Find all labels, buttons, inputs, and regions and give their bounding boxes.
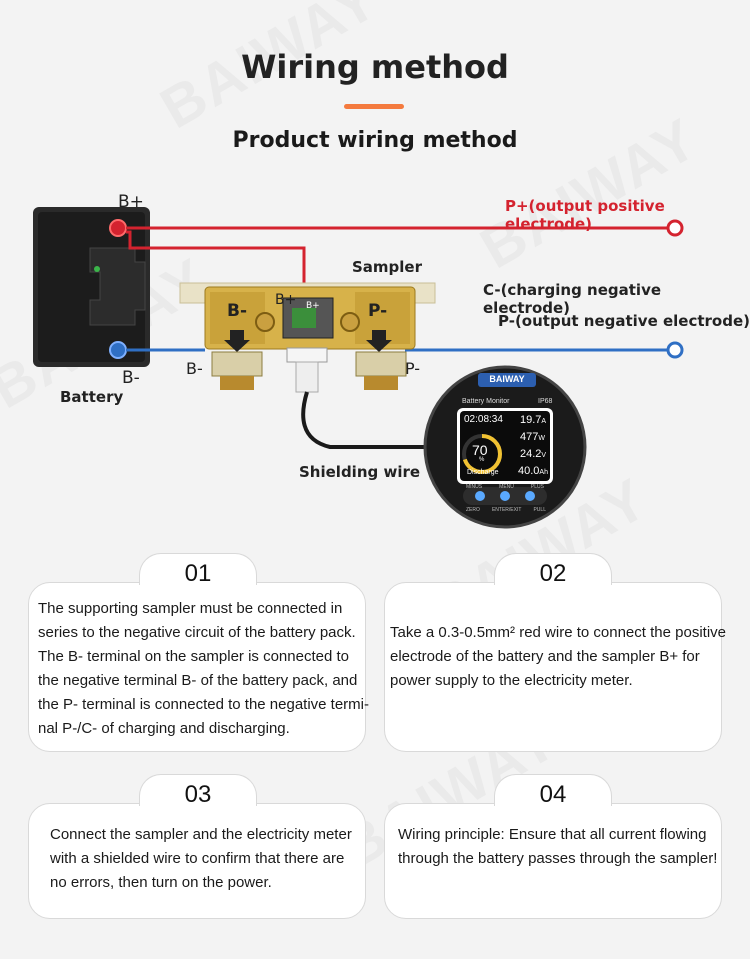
sampler-b-minus-label: B- bbox=[186, 359, 203, 378]
step-card-01 bbox=[28, 582, 366, 752]
battery-graphic bbox=[33, 207, 150, 367]
shielding-wire bbox=[301, 391, 430, 449]
meter-capacity: 40.0Ah bbox=[518, 465, 548, 477]
meter-btn-enter-label: ENTER/EXIT bbox=[491, 507, 522, 513]
red-wire-sampler bbox=[126, 230, 306, 312]
step-text-02: Take a 0.3-0.5mm² red wire to connect th… bbox=[390, 624, 726, 689]
step-number-01: 01 bbox=[139, 553, 257, 587]
battery-b-plus-label: B+ bbox=[118, 192, 144, 212]
step-card-02 bbox=[384, 582, 722, 752]
meter-voltage: 24.2V bbox=[520, 448, 546, 460]
meter-ip: IP68 bbox=[538, 398, 553, 405]
battery-label: Battery bbox=[60, 388, 124, 406]
step-card-04 bbox=[384, 803, 722, 919]
c-minus-label: C-(charging negative electrode) bbox=[483, 281, 662, 317]
step-card-03 bbox=[28, 803, 366, 919]
meter-graphic bbox=[423, 365, 587, 529]
page-title: Wiring method bbox=[241, 48, 509, 86]
meter-power-unit: W bbox=[538, 435, 545, 442]
sampler-b-plus-label: B+ bbox=[275, 292, 297, 308]
meter-capacity-value: 40.0 bbox=[518, 465, 540, 477]
meter-model: Battery Monitor bbox=[462, 398, 510, 405]
meter-btn-menu-label: MENU bbox=[499, 484, 514, 490]
meter-power: 477W bbox=[520, 431, 545, 443]
meter-status: Discharge bbox=[467, 469, 499, 476]
meter-voltage-value: 24.2 bbox=[520, 448, 542, 460]
sampler-b-minus-mark: B- bbox=[227, 301, 248, 321]
title-underline bbox=[344, 104, 404, 109]
step-text-01: The supporting sampler must be connected… bbox=[38, 600, 369, 737]
step-number-03: 03 bbox=[139, 774, 257, 808]
meter-btn-zero-label: ZERO bbox=[466, 507, 480, 513]
meter-btn-minus-label: MINUS bbox=[466, 484, 483, 490]
shielding-wire-label: Shielding wire bbox=[299, 463, 421, 481]
meter-button-labels-top: MINUS MENU PLUS bbox=[466, 484, 544, 490]
meter-voltage-unit: V bbox=[541, 452, 547, 459]
sampler-label: Sampler bbox=[352, 258, 423, 276]
sampler-b-plus-small: B+ bbox=[306, 301, 320, 311]
step-text-03: Connect the sampler and the electricity … bbox=[50, 826, 352, 891]
meter-current-value: 19.7 bbox=[520, 414, 542, 426]
step-number-02: 02 bbox=[494, 553, 612, 587]
meter-current-unit: A bbox=[541, 418, 547, 425]
step-number-04: 04 bbox=[494, 774, 612, 808]
meter-current: 19.7A bbox=[520, 414, 546, 426]
meter-btn-pull-label: PULL bbox=[533, 507, 546, 513]
meter-button-labels-bottom: ZERO ENTER/EXIT PULL bbox=[466, 507, 546, 513]
meter-btn-plus-label: PLUS bbox=[530, 484, 544, 490]
meter-brand: BAIWAY bbox=[489, 374, 525, 384]
p-plus-label: P+(output positive electrode) bbox=[505, 197, 665, 233]
meter-time: 02:08:34 bbox=[464, 414, 503, 425]
sampler-p-minus-label: P- bbox=[405, 359, 421, 378]
page-subtitle: Product wiring method bbox=[232, 128, 518, 153]
battery-b-minus-label: B- bbox=[122, 368, 140, 388]
meter-capacity-unit: Ah bbox=[539, 469, 548, 476]
meter-percent: 70 bbox=[472, 442, 488, 458]
meter-power-value: 477 bbox=[520, 431, 539, 443]
meter-percent-unit: % bbox=[479, 457, 485, 463]
p-minus-label: P-(output negative electrode) bbox=[498, 312, 750, 330]
sampler-p-minus-mark: P- bbox=[368, 301, 388, 321]
wiring-diagram bbox=[33, 207, 684, 529]
sampler-graphic bbox=[179, 282, 436, 393]
step-text-04: Wiring principle: Ensure that all curren… bbox=[398, 826, 718, 867]
